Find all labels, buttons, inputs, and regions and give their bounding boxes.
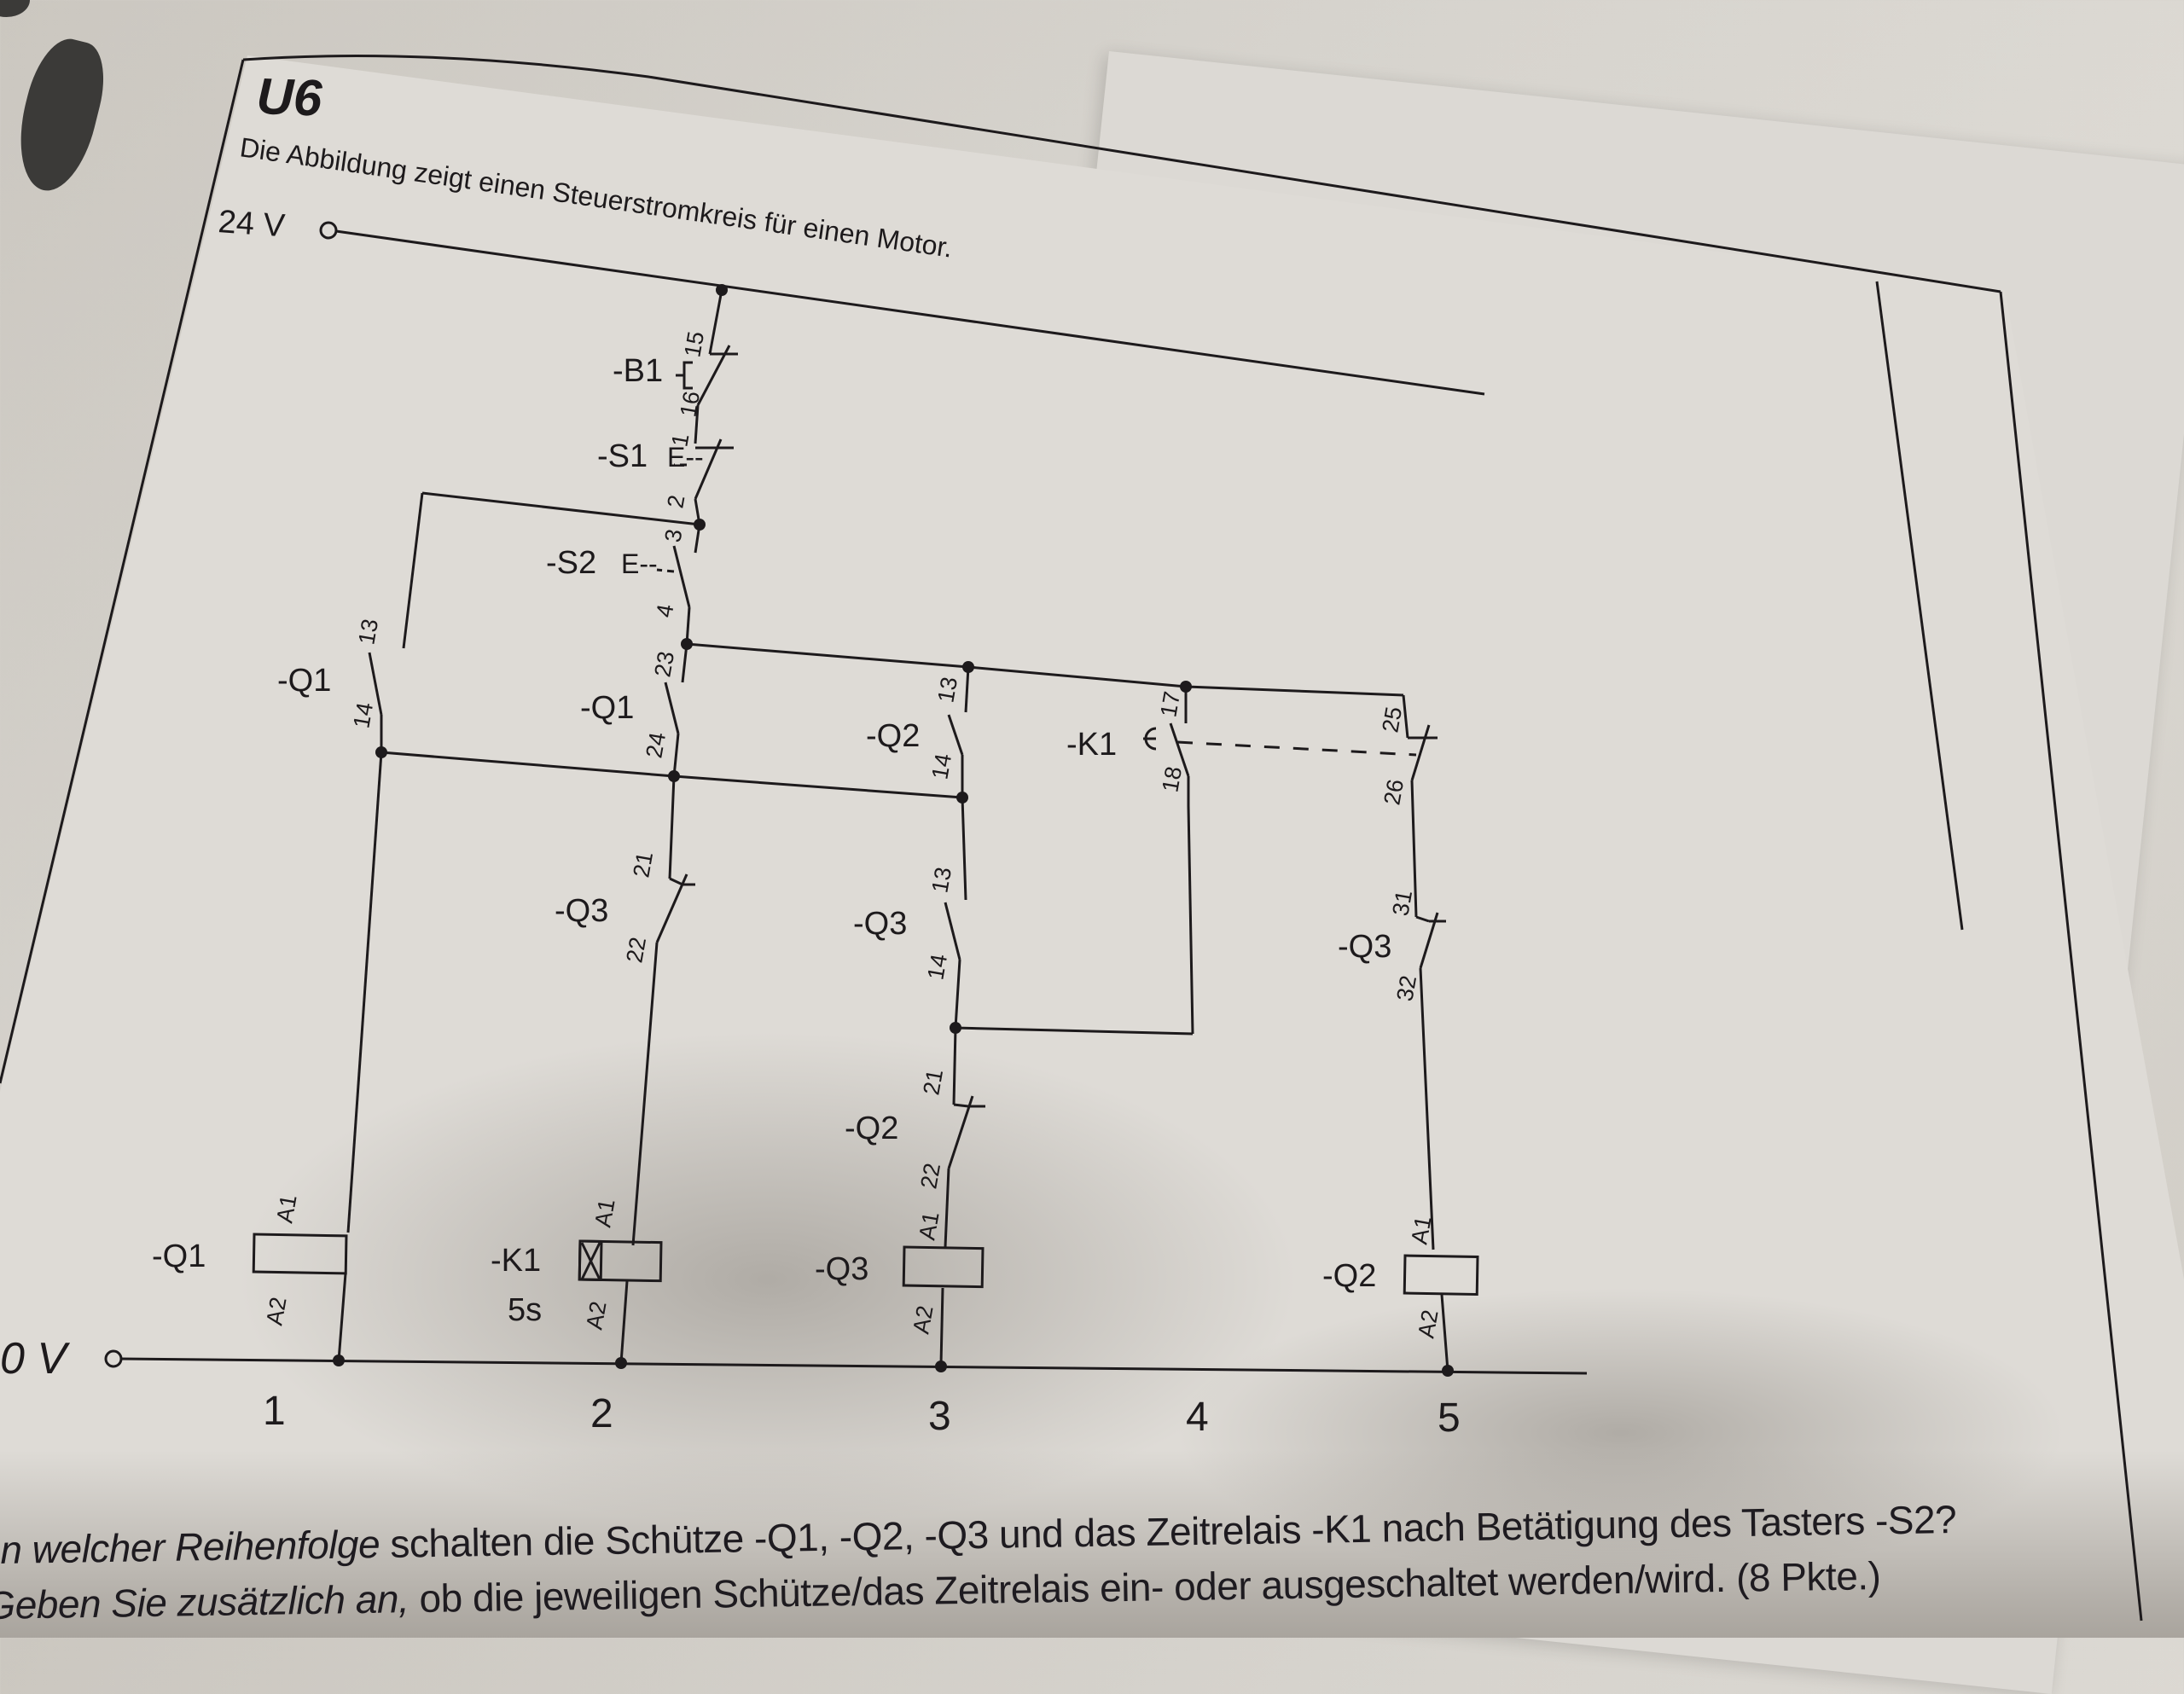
pin-q3-22: 22 bbox=[621, 935, 651, 965]
label-coil-q2: -Q2 bbox=[1322, 1258, 1376, 1294]
pin-q2-a1: A1 bbox=[1406, 1214, 1436, 1246]
label-q1-hold-left: -Q1 bbox=[277, 663, 331, 699]
pin-q1-14: 14 bbox=[348, 700, 378, 730]
coil-q3-box bbox=[902, 1245, 985, 1289]
pin-k1-25: 25 bbox=[1377, 705, 1407, 734]
junction-dots bbox=[333, 284, 1454, 1377]
pin-q2-13: 13 bbox=[932, 675, 962, 705]
rail-0v bbox=[120, 1357, 1588, 1375]
pin-q3-a1: A1 bbox=[914, 1210, 944, 1242]
hand-shadow bbox=[239, 1032, 1297, 1527]
pin-k1-a1: A1 bbox=[590, 1197, 619, 1229]
pin-q3-32: 32 bbox=[1391, 973, 1421, 1003]
pin-q3-a2: A2 bbox=[908, 1303, 938, 1336]
column-number-4: 4 bbox=[1186, 1395, 1209, 1440]
label-q2-no-col3: -Q2 bbox=[866, 718, 920, 754]
pin-q1-23: 23 bbox=[649, 649, 679, 679]
label-coil-k1-delay: 5s bbox=[508, 1292, 542, 1328]
pin-q3-21: 21 bbox=[628, 850, 658, 879]
column-number-2: 2 bbox=[590, 1391, 613, 1436]
label-coil-q3: -Q3 bbox=[815, 1251, 868, 1287]
label-0v: 0 V bbox=[0, 1334, 70, 1384]
label-q1-hold-mid: -Q1 bbox=[580, 690, 634, 726]
pin-q2-14: 14 bbox=[926, 751, 956, 781]
pin-q1-a1: A1 bbox=[271, 1192, 301, 1225]
pin-k1-26: 26 bbox=[1379, 777, 1409, 807]
label-q3-nc-col5: -Q3 bbox=[1338, 929, 1391, 965]
pin-s1-1: 1 bbox=[666, 432, 694, 449]
label-s2-actuator: E-- bbox=[621, 548, 658, 579]
pin-k1-17: 17 bbox=[1155, 689, 1185, 719]
label-coil-q1: -Q1 bbox=[152, 1239, 206, 1274]
pin-q1-13: 13 bbox=[353, 617, 383, 647]
pin-b1-16: 16 bbox=[675, 389, 705, 419]
label-k1-no-col4: -K1 bbox=[1066, 727, 1117, 763]
pin-k1-a2: A2 bbox=[581, 1299, 611, 1331]
pin-s2-4: 4 bbox=[651, 602, 678, 619]
worksheet: U6 Die Abbildung zeigt einen Steuerstrom… bbox=[0, 55, 2184, 1638]
pin-q2-a2: A2 bbox=[1413, 1308, 1443, 1340]
terminal-24v bbox=[319, 221, 338, 240]
pin-b1-15: 15 bbox=[679, 329, 709, 359]
column-number-3: 3 bbox=[928, 1394, 951, 1439]
label-s1-actuator: E-- bbox=[667, 442, 704, 473]
label-s2: -S2 bbox=[546, 545, 596, 581]
coil-q1-box bbox=[252, 1233, 348, 1275]
pin-q1-a2: A2 bbox=[261, 1295, 291, 1327]
label-s1: -S1 bbox=[597, 438, 648, 474]
question-line-1-italic: n welcher Reihenfolge bbox=[0, 1522, 380, 1572]
label-b1: -B1 bbox=[613, 353, 663, 389]
column-number-1: 1 bbox=[263, 1389, 286, 1434]
wiring bbox=[104, 221, 1588, 1375]
label-q3-no-col3: -Q3 bbox=[853, 906, 907, 942]
coil-q2-box bbox=[1403, 1254, 1479, 1297]
task-number: U6 bbox=[256, 67, 324, 127]
rail-24v bbox=[335, 229, 1485, 396]
question-line-2-italic: Geben Sie zusätzlich an, bbox=[0, 1576, 410, 1627]
label-q3-nc-col2: -Q3 bbox=[555, 893, 608, 929]
pin-q3-31: 31 bbox=[1387, 888, 1417, 918]
pin-q3-14: 14 bbox=[922, 952, 952, 982]
label-coil-k1: -K1 bbox=[491, 1243, 541, 1279]
terminal-0v bbox=[104, 1349, 123, 1368]
pin-q2-21: 21 bbox=[918, 1067, 948, 1097]
pin-q1-24: 24 bbox=[641, 730, 671, 760]
column-number-5: 5 bbox=[1438, 1395, 1461, 1441]
bottom-shade bbox=[0, 1450, 2184, 1638]
task-frame bbox=[0, 55, 2143, 1621]
pin-s1-2: 2 bbox=[662, 493, 689, 510]
pin-k1-18: 18 bbox=[1157, 764, 1187, 794]
label-24v: 24 V bbox=[217, 204, 287, 244]
pin-q3-13: 13 bbox=[926, 865, 956, 895]
label-q2-nc-col3: -Q2 bbox=[845, 1111, 898, 1146]
pin-s2-3: 3 bbox=[659, 527, 687, 544]
pin-q2-22: 22 bbox=[915, 1161, 945, 1191]
